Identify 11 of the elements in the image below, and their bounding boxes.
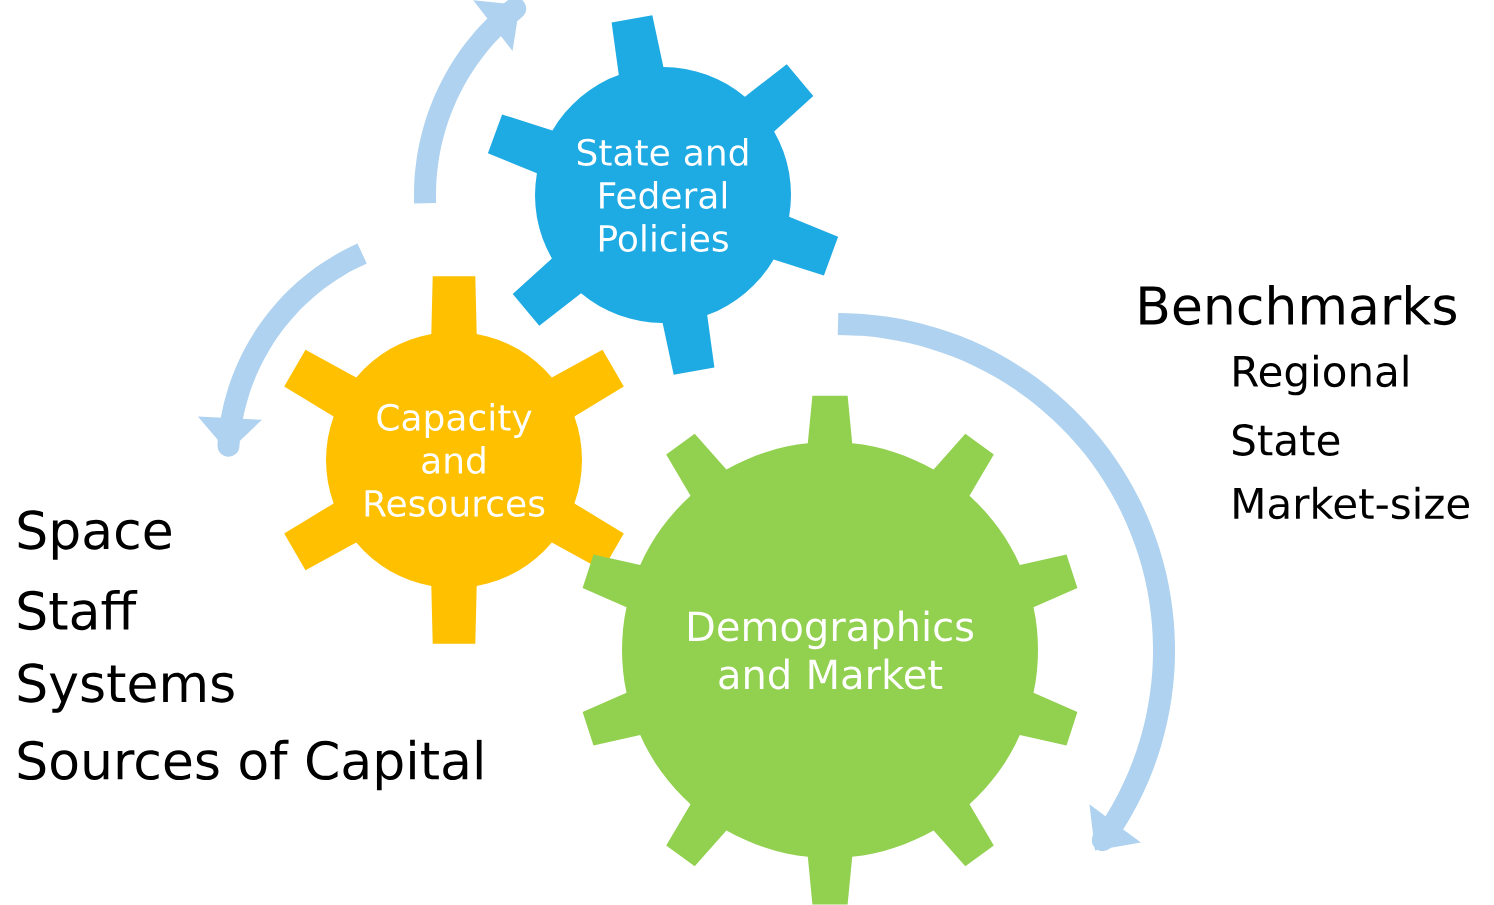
gear: Capacity and Resources xyxy=(284,276,624,644)
list-item: State xyxy=(1233,424,1340,456)
list-item: Benchmarks xyxy=(1140,284,1456,326)
list-item: Staff xyxy=(18,589,138,631)
list-item: Systems xyxy=(18,663,234,713)
gear: State and Federal Policies xyxy=(487,15,839,375)
list-item: Space xyxy=(18,510,171,560)
list-item: Regional xyxy=(1234,354,1408,396)
gear: Demographics and Market xyxy=(582,395,1078,905)
list-item: Sources of Capital xyxy=(18,739,482,791)
list-item: Market-size xyxy=(1234,486,1469,520)
